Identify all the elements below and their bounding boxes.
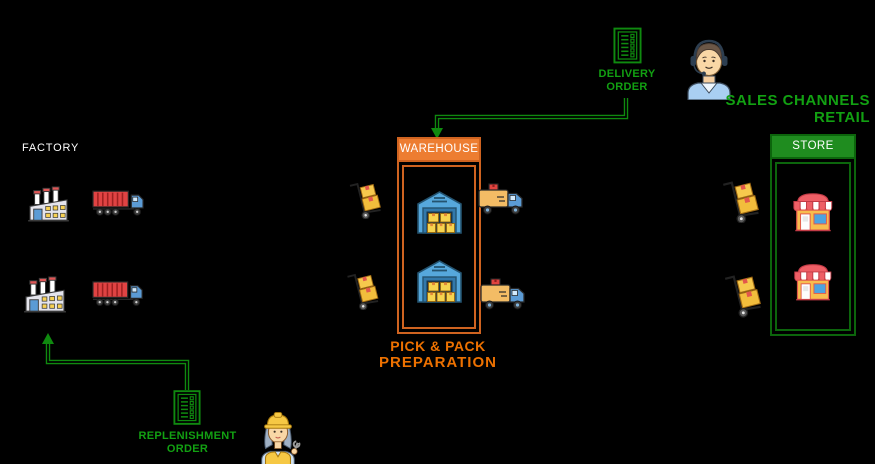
box-truck-icon <box>480 278 528 311</box>
replenishment-order-connector <box>42 333 190 390</box>
warehouse-node: WAREHOUSE <box>397 137 481 334</box>
warehouse-body <box>402 165 476 329</box>
delivery-order-line1: DELIVERY <box>598 68 656 80</box>
sales-channels-line1: SALES CHANNELS <box>725 92 870 109</box>
delivery-order-connector <box>431 98 629 139</box>
hand-truck-icon <box>722 177 766 223</box>
sales-channels-line2: RETAIL <box>813 109 870 126</box>
warehouse-title: WAREHOUSE <box>399 139 479 162</box>
pick-pack-caption: PICK & PACK PREPARATION <box>367 338 509 371</box>
store-body <box>775 162 851 331</box>
semi-truck-icon <box>92 188 147 218</box>
replenishment-order-line2: ORDER <box>166 443 209 455</box>
sales-channels-heading: SALES CHANNELS RETAIL <box>700 92 870 126</box>
delivery-order-label: DELIVERY ORDER <box>586 68 668 94</box>
delivery-order-line2: ORDER <box>606 81 648 93</box>
pick-pack-line2: PREPARATION <box>379 354 497 371</box>
pick-pack-line1: PICK & PACK <box>390 338 486 354</box>
box-truck-icon <box>478 183 526 216</box>
warehouse-icon <box>416 259 463 304</box>
warehouse-icon <box>416 190 463 235</box>
order-document-icon <box>173 389 201 426</box>
hand-truck-icon <box>349 179 387 219</box>
store-icon <box>789 190 837 234</box>
hand-truck-icon <box>346 270 385 310</box>
replenishment-order-label: REPLENISHMENT ORDER <box>130 430 245 456</box>
factory-icon <box>23 276 67 314</box>
semi-truck-icon <box>92 279 146 308</box>
factory-icon <box>27 186 70 223</box>
hand-truck-icon <box>724 269 768 319</box>
support-agent-icon <box>683 36 735 100</box>
store-node: STORE <box>770 134 856 336</box>
factory-label: FACTORY <box>22 142 80 154</box>
store-icon <box>790 261 836 303</box>
replenishment-order-line1: REPLENISHMENT <box>138 430 237 442</box>
worker-icon <box>254 406 302 464</box>
order-document-icon <box>613 27 642 64</box>
store-title: STORE <box>772 136 854 159</box>
